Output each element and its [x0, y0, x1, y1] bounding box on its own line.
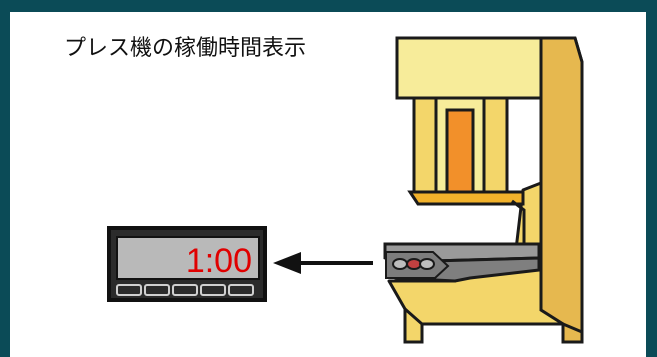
press-machine-icon — [383, 36, 584, 344]
workpiece-hole-2 — [406, 258, 422, 270]
press-column-left — [412, 96, 438, 194]
timer-display-icon: 1:00 — [107, 226, 267, 302]
timer-button-4 — [200, 284, 226, 296]
timer-button-5 — [228, 284, 254, 296]
timer-readout: 1:00 — [186, 242, 252, 280]
arrow-left-icon — [273, 252, 373, 274]
timer-button-1 — [116, 284, 142, 296]
timer-buttons — [116, 284, 254, 296]
press-ram — [445, 108, 475, 197]
press-foot-right — [561, 321, 584, 344]
press-foot-left — [403, 305, 424, 344]
workpiece-hole-3 — [419, 258, 435, 270]
press-platen — [407, 190, 525, 206]
timer-button-2 — [144, 284, 170, 296]
diagram-title: プレス機の稼働時間表示 — [64, 36, 307, 61]
workpiece-hole-1 — [392, 258, 408, 270]
press-top-panel — [395, 36, 543, 100]
arrow-head — [273, 252, 301, 274]
press-rod — [511, 199, 526, 244]
timer-screen — [116, 236, 260, 280]
press-side-shadow — [539, 36, 584, 344]
press-column-right — [482, 96, 509, 194]
workpiece-icon — [385, 251, 450, 279]
timer-button-3 — [172, 284, 198, 296]
